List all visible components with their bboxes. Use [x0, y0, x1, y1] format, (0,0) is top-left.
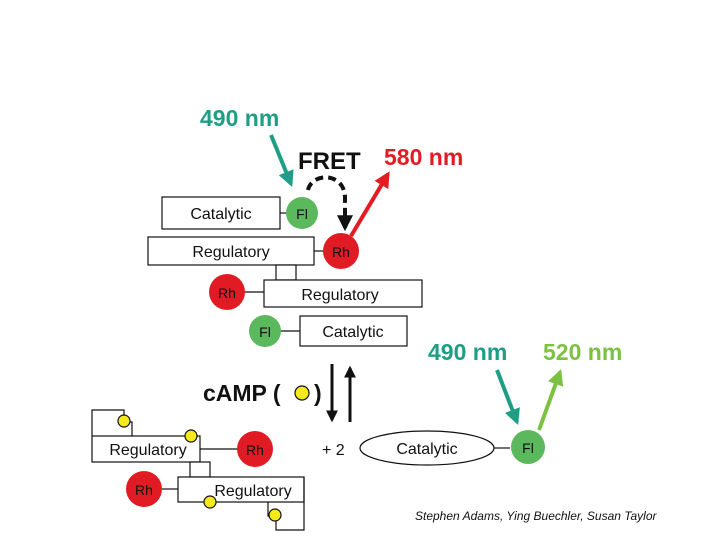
fret-label: FRET — [298, 148, 361, 175]
rhodamine-fluorophore — [237, 431, 273, 467]
camp-label-close: ) — [314, 380, 322, 406]
stoichiometry-label: + 2 — [322, 442, 345, 459]
regulatory-subunit-label: Regulatory — [192, 244, 269, 261]
fluorescein-label: Fl — [259, 324, 271, 340]
camp-molecule-icon — [294, 385, 310, 401]
fluorescein-label: Fl — [296, 206, 308, 222]
camp-molecule-icon — [184, 429, 198, 443]
regulatory-subunit-label: Regulatory — [109, 442, 186, 459]
rhodamine-label: Rh — [332, 244, 350, 260]
excitation-arrow — [269, 134, 294, 187]
catalytic-subunit-label: Catalytic — [190, 206, 251, 223]
dimerization-linker — [275, 264, 297, 281]
catalytic-subunit-label: Catalytic — [322, 324, 383, 341]
fluorescein-fluorophore — [249, 315, 281, 347]
emission-520-arrow — [537, 368, 564, 431]
excitation-wavelength-label: 490 nm — [428, 339, 507, 365]
emission-580-arrow — [349, 171, 390, 238]
rhodamine-fluorophore — [209, 274, 245, 310]
regulatory-subunit-box — [91, 435, 201, 463]
credit-caption: Stephen Adams, Ying Buechler, Susan Tayl… — [415, 509, 657, 523]
catalytic-subunit-box — [299, 315, 408, 347]
regulatory-domain-outline — [267, 477, 305, 531]
camp-molecule-icon — [268, 508, 282, 522]
fluorescein-fluorophore — [286, 197, 318, 229]
emission-580-label: 580 nm — [384, 144, 463, 170]
regulatory-subunit-label: Regulatory — [301, 287, 378, 304]
fluorescein-fluorophore — [511, 430, 545, 464]
camp-molecule-icon — [203, 495, 217, 509]
rhodamine-label: Rh — [218, 285, 236, 301]
regulatory-subunit-box — [147, 236, 315, 266]
rhodamine-fluorophore — [126, 471, 162, 507]
excitation-arrow — [495, 369, 520, 425]
free-catalytic-label: Catalytic — [396, 441, 457, 458]
fret-transfer-arrow — [306, 175, 353, 232]
regulatory-subunit-box — [177, 476, 305, 503]
dimerization-linker — [189, 461, 211, 478]
rhodamine-label: Rh — [246, 442, 264, 458]
regulatory-subunit-label: Regulatory — [214, 483, 291, 500]
camp-molecule-icon — [117, 414, 131, 428]
rhodamine-label: Rh — [135, 482, 153, 498]
regulatory-subunit-box — [263, 279, 423, 308]
fluorescein-label: Fl — [522, 440, 534, 456]
camp-label: cAMP ( — [203, 380, 281, 406]
rhodamine-fluorophore — [323, 233, 359, 269]
excitation-wavelength-label: 490 nm — [200, 105, 279, 131]
emission-520-label: 520 nm — [543, 339, 622, 365]
